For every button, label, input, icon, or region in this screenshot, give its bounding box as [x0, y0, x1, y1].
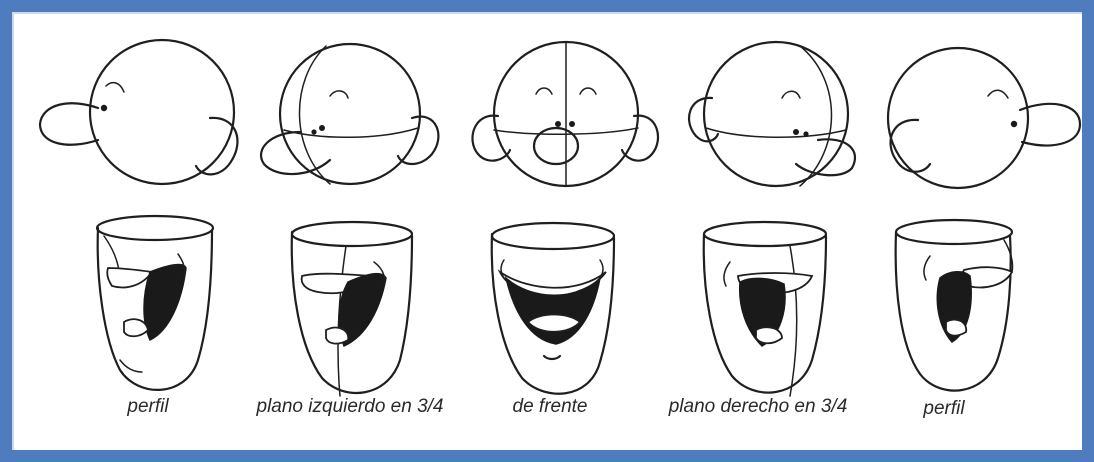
- mouth-sketch-profile-left: [97, 216, 213, 390]
- head-sketch-three-quarter-right: [689, 42, 855, 186]
- mouth-sketch-front: [492, 223, 614, 394]
- mouth-sketch-three-quarter-right: [704, 222, 826, 396]
- head-sketch-three-quarter-left: [261, 44, 438, 184]
- head-sketch-profile-right: [888, 48, 1080, 188]
- head-sketch-front: [472, 42, 658, 186]
- head-sketch-profile-left: [40, 40, 237, 184]
- mouth-sketch-profile-right: [896, 220, 1013, 391]
- mouth-sketch-three-quarter-left: [292, 222, 412, 396]
- caption-three-quarter-left: plano izquierdo en 3/4: [257, 396, 444, 418]
- caption-profile-left: perfil: [127, 396, 168, 418]
- caption-front: de frente: [513, 396, 588, 418]
- caption-profile-right: perfil: [923, 398, 964, 420]
- caption-three-quarter-right: plano derecho en 3/4: [669, 396, 848, 418]
